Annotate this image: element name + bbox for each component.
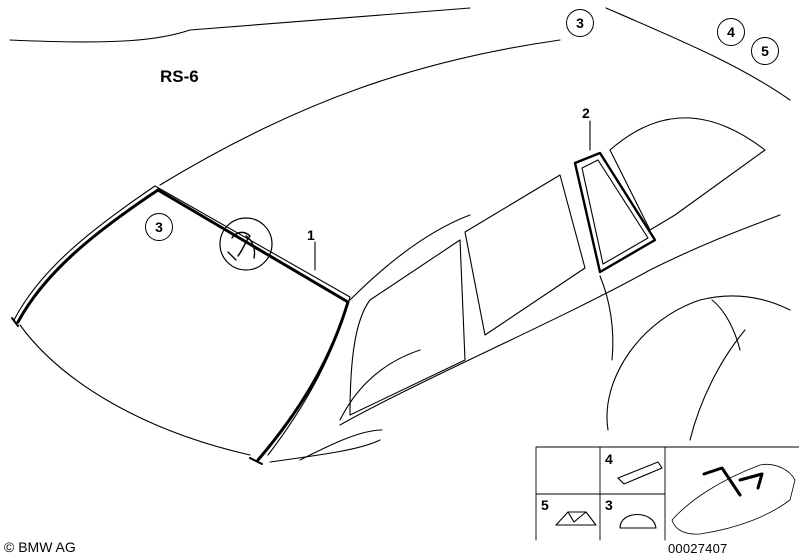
- part-label-2: 2: [582, 105, 590, 121]
- legend-frame: [535, 446, 799, 541]
- windshield-seal-left: [16, 188, 160, 324]
- rear-pillar: [599, 275, 614, 361]
- quarter-window-outer: [573, 151, 657, 274]
- reference-number: 00027407: [668, 541, 728, 556]
- windshield-left-edge: [13, 185, 156, 321]
- seal-end-bottom: [249, 457, 263, 465]
- rear-arch-inner: [689, 329, 746, 441]
- windshield-top-edge: [154, 185, 351, 298]
- hood-line: [269, 439, 381, 463]
- part-label-1: 1: [307, 227, 315, 243]
- callout-circle-3-top: 3: [566, 9, 594, 37]
- wheel-arch: [606, 295, 791, 431]
- diagram-title: RS-6: [160, 67, 199, 86]
- copyright-text: © BMW AG: [4, 539, 76, 555]
- callout-circle-5: 5: [751, 37, 779, 65]
- mirror-line: [299, 429, 383, 461]
- a-pillar-line: [349, 214, 471, 301]
- roof-line: [189, 7, 471, 31]
- rear-lamp-line: [711, 299, 741, 351]
- legend-item-3-dome: [619, 514, 657, 529]
- legend-label-4: 4: [605, 451, 613, 467]
- legend-item-5-block: [555, 511, 597, 526]
- roof-rear-line: [605, 7, 791, 101]
- legend-mini-car: [671, 463, 796, 535]
- detail-magnifier: [219, 217, 273, 271]
- seal-end-left: [11, 317, 19, 327]
- belt-line: [339, 214, 781, 426]
- legend-label-5: 5: [541, 497, 549, 513]
- windshield-seal-right: [256, 300, 350, 462]
- front-door-window: [349, 239, 466, 416]
- callout-circle-3-windshield: 3: [145, 213, 173, 241]
- windshield-bottom: [19, 324, 251, 456]
- legend-item-4-wedge: [617, 461, 663, 485]
- roof-curve: [159, 39, 561, 186]
- detail-seal-profile: [227, 231, 256, 261]
- rear-door-window: [464, 174, 586, 336]
- rear-side-window: [609, 117, 766, 231]
- quarter-window-inner: [581, 159, 649, 265]
- callout-circle-4: 4: [717, 18, 745, 46]
- roof-outline: [9, 29, 191, 43]
- legend-label-3: 3: [605, 497, 613, 513]
- door-front-edge: [339, 349, 421, 421]
- legend-mini-car-highlight: [702, 466, 764, 497]
